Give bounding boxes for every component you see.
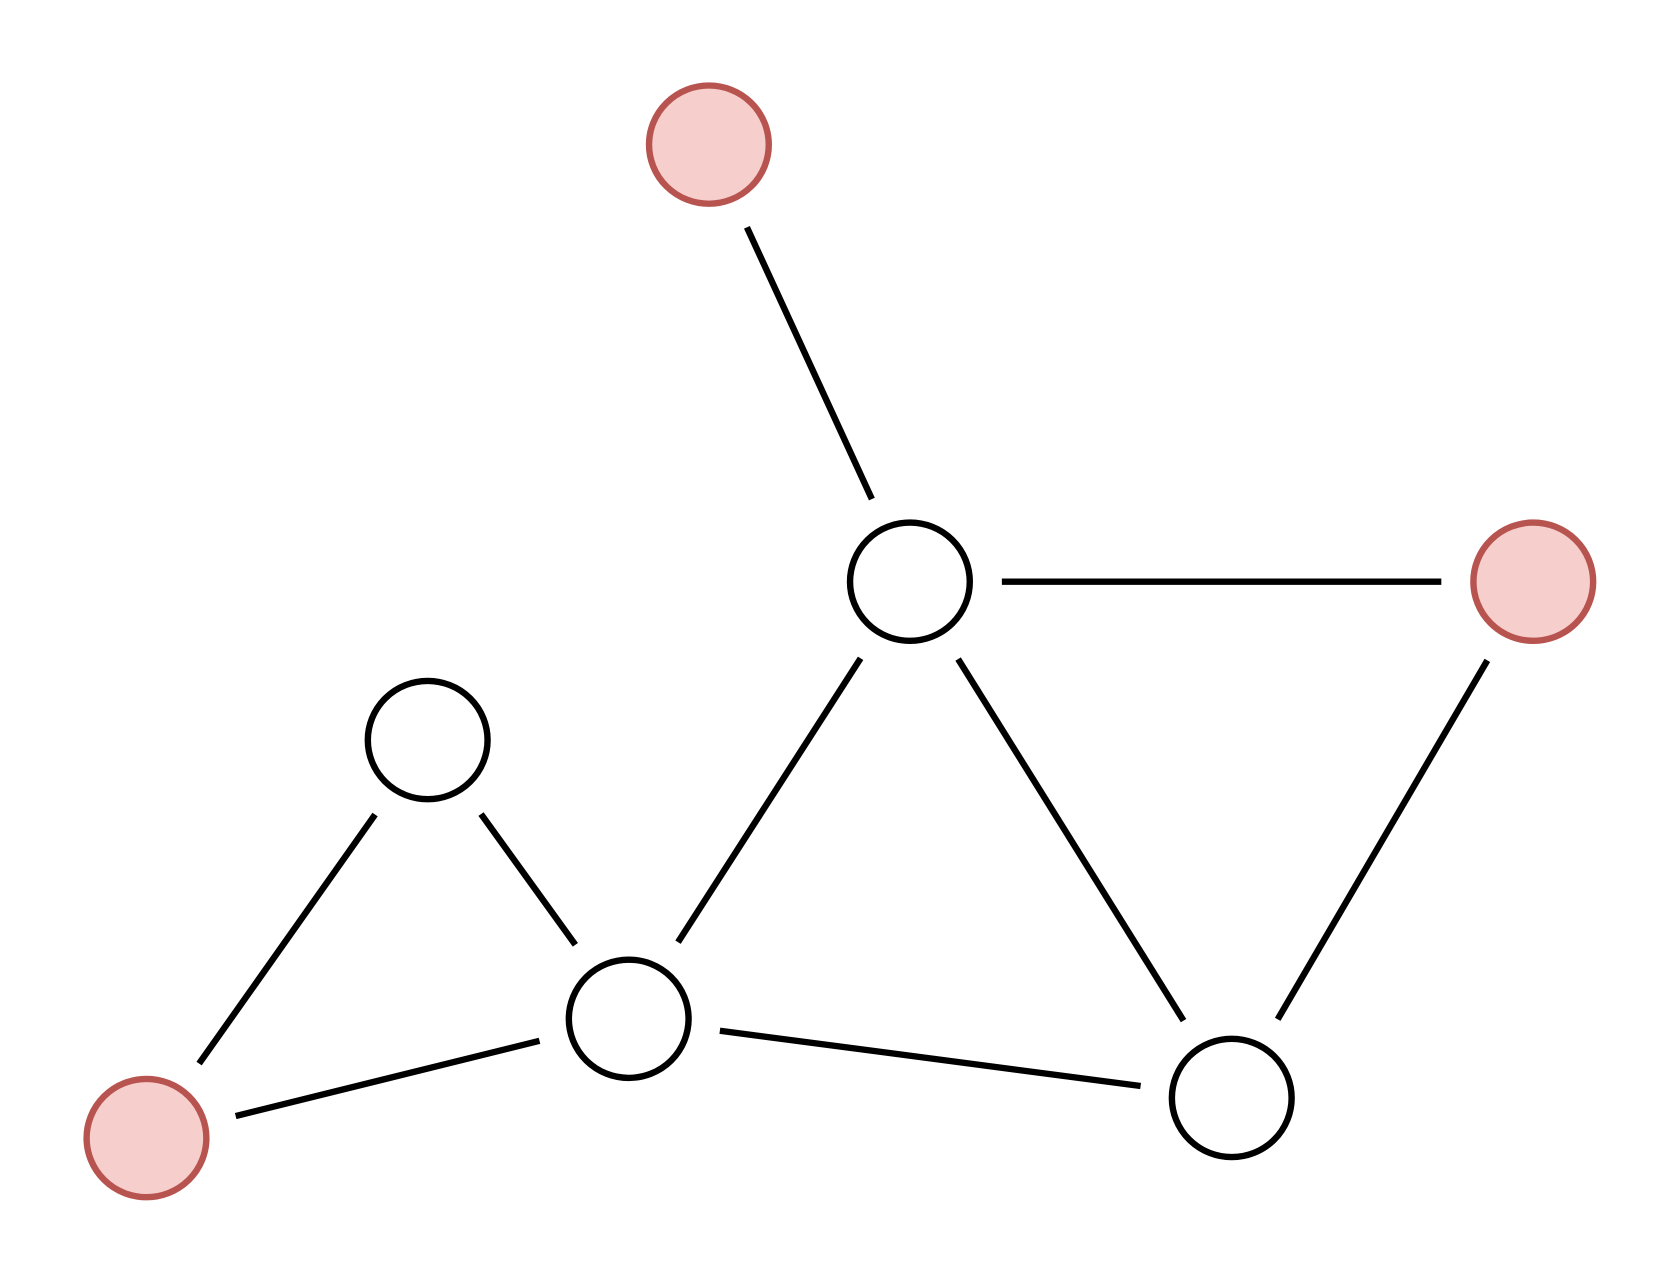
node-n5 xyxy=(565,956,692,1082)
edge-n2-n5 xyxy=(675,656,864,944)
edge-n5-n7 xyxy=(234,1037,541,1120)
edge-n4-n5 xyxy=(478,812,578,947)
edge-n2-n6 xyxy=(955,657,1187,1023)
edge-n1-n2 xyxy=(743,225,875,501)
edge-n5-n6 xyxy=(719,1027,1142,1090)
node-n4 xyxy=(364,677,491,803)
node-n6 xyxy=(1168,1035,1295,1161)
highlighted-node-n7 xyxy=(83,1075,210,1201)
edge-n4-n7 xyxy=(196,812,378,1066)
highlighted-node-n1 xyxy=(645,82,772,207)
edge-n3-n6 xyxy=(1274,658,1491,1021)
node-n2 xyxy=(846,519,973,644)
highlighted-node-n3 xyxy=(1470,519,1597,644)
